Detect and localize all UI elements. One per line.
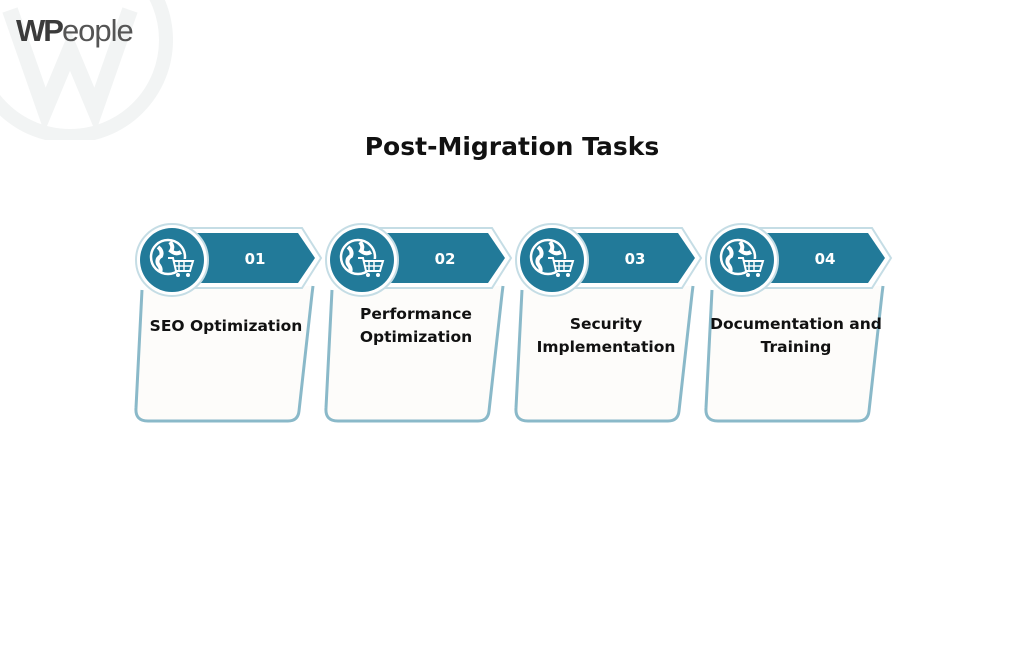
step-label: Security Implementation (536, 315, 676, 356)
step-card-1: 01 SEO Optimization (130, 222, 330, 428)
step-shape (324, 223, 513, 423)
globe-cart-icon (149, 238, 195, 277)
step-number: 04 (814, 250, 836, 268)
step-number: 03 (624, 250, 646, 268)
step-label: SEO Optimization (149, 316, 303, 335)
wppeople-logo: WPeople (16, 13, 134, 48)
diagram-title: Post-Migration Tasks (364, 132, 660, 161)
step-number: 01 (244, 250, 266, 268)
step-shape (704, 223, 893, 423)
globe-cart-icon (339, 238, 385, 277)
step-label: Documentation and Training (710, 315, 882, 356)
step-card-2: 02 Performance Optimization (320, 222, 520, 428)
step-number: 02 (434, 250, 456, 268)
globe-cart-icon (529, 238, 575, 277)
globe-cart-icon (719, 238, 765, 277)
step-card-3: 03 Security Implementation (510, 222, 710, 428)
step-shape (134, 223, 323, 423)
step-card-4: 04 Documentation and Training (700, 222, 900, 428)
wordpress-watermark-icon (0, 0, 173, 140)
step-label: Performance Optimization (359, 305, 473, 346)
